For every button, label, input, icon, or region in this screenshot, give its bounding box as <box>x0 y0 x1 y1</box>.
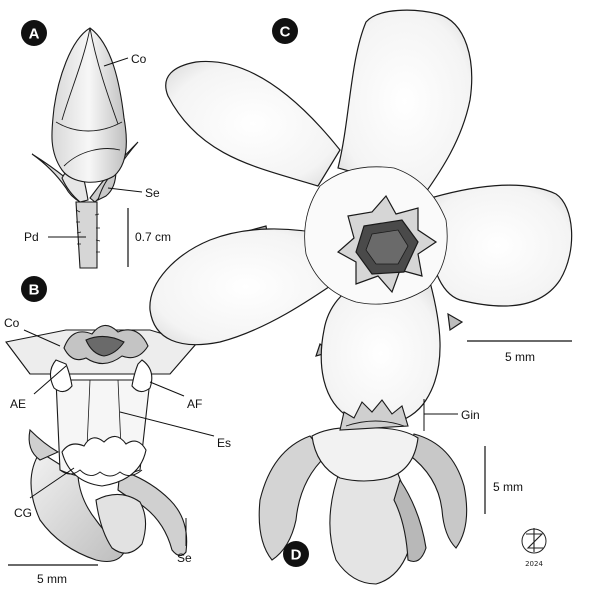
badge-c: C <box>272 18 298 44</box>
svg-text:Gin: Gin <box>461 408 480 422</box>
artist-signature: 2024 <box>521 528 547 568</box>
svg-text:5 mm: 5 mm <box>493 480 523 494</box>
svg-text:D: D <box>291 547 302 564</box>
svg-text:CG: CG <box>14 506 32 520</box>
petal-left <box>149 228 343 346</box>
label-es-b: Es <box>119 411 231 450</box>
label-af-b: AF <box>149 381 202 411</box>
petal-right <box>423 184 573 307</box>
label-gin-d: Gin <box>423 399 480 431</box>
svg-text:Es: Es <box>217 436 231 450</box>
panel-d: D Gin 5 mm <box>258 399 523 585</box>
svg-text:C: C <box>280 24 291 41</box>
label-cg-b: CG <box>14 467 75 520</box>
badge-a: A <box>21 20 47 46</box>
svg-text:0.7 cm: 0.7 cm <box>135 230 171 244</box>
panel-b: B Co <box>4 276 231 586</box>
svg-text:Se: Se <box>145 186 160 200</box>
svg-text:Co: Co <box>131 52 147 66</box>
panel-a: A Co Se Pd 0.7 cm <box>21 20 171 269</box>
flower-side-drawing <box>258 399 468 585</box>
petal-upper-left <box>165 60 341 187</box>
badge-b: B <box>21 276 47 302</box>
svg-text:5 mm: 5 mm <box>37 572 67 586</box>
label-co-b: Co <box>4 316 61 347</box>
svg-text:AE: AE <box>10 397 26 411</box>
open-flower-drawing <box>149 9 573 426</box>
petal-top <box>337 9 473 193</box>
svg-text:Se: Se <box>177 551 192 565</box>
svg-text:AF: AF <box>187 397 202 411</box>
panel-c: C 5 mm <box>149 9 573 426</box>
label-ae-b: AE <box>10 365 67 411</box>
flower-section-drawing <box>5 324 197 563</box>
svg-text:5 mm: 5 mm <box>505 350 535 364</box>
label-se-b: Se <box>177 518 192 565</box>
svg-text:Pd: Pd <box>24 230 39 244</box>
svg-text:2024: 2024 <box>525 560 543 568</box>
svg-text:A: A <box>29 26 40 43</box>
svg-text:Co: Co <box>4 316 20 330</box>
scale-bar-c: 5 mm <box>467 340 572 364</box>
scale-bar-b: 5 mm <box>8 564 98 586</box>
label-se-a: Se <box>107 186 160 200</box>
scale-bar-d: 5 mm <box>484 446 523 514</box>
badge-d: D <box>283 541 309 567</box>
scale-bar-a: 0.7 cm <box>127 208 171 267</box>
svg-text:B: B <box>29 282 40 299</box>
label-pd-a: Pd <box>24 230 86 244</box>
label-co-a: Co <box>103 52 147 67</box>
flower-bud-drawing <box>31 27 139 269</box>
